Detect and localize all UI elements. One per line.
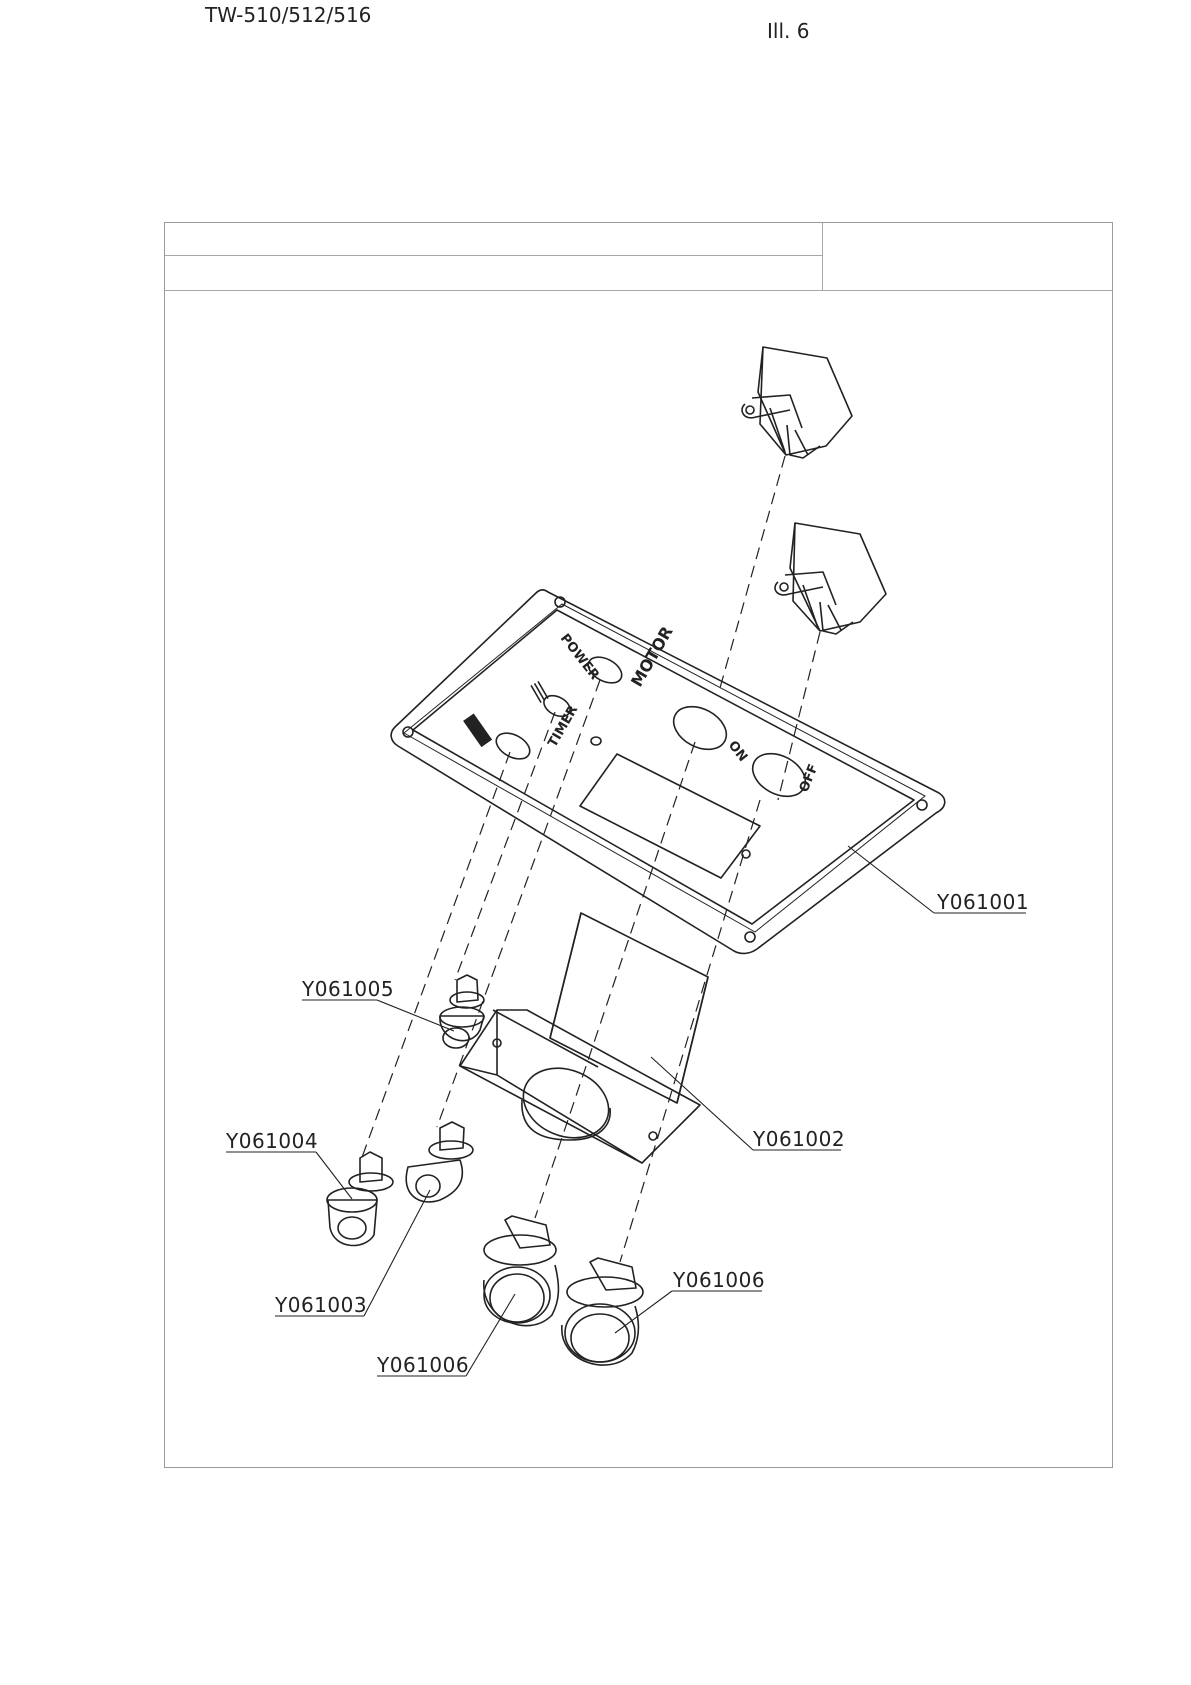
push-button-off: [562, 1258, 643, 1365]
assembly-lines: [361, 456, 820, 1262]
panel-label-timer: TIMER: [545, 703, 581, 750]
part-label-y061004: Y061004: [225, 1129, 318, 1153]
part-label-y061002: Y061002: [752, 1127, 845, 1151]
panel-label-off: OFF: [797, 762, 822, 794]
part-label-y061006-left: Y061006: [376, 1353, 469, 1377]
panel-label-on: ON: [725, 738, 750, 765]
indicator-light: [406, 1122, 473, 1202]
timer-box: [460, 913, 708, 1163]
part-label-y061001: Y061001: [936, 890, 1029, 914]
panel-label-motor: MOTOR: [627, 623, 677, 690]
push-button-on: [484, 1216, 559, 1326]
rocker-switch-upper: [742, 347, 852, 458]
part-label-y061005: Y061005: [301, 977, 394, 1001]
part-label-y061003: Y061003: [274, 1293, 367, 1317]
fuse-holder: [327, 1152, 393, 1245]
indicator-lamp: [440, 975, 484, 1048]
part-label-y061006-right: Y061006: [672, 1268, 765, 1292]
rocker-switch-lower: [775, 523, 886, 634]
